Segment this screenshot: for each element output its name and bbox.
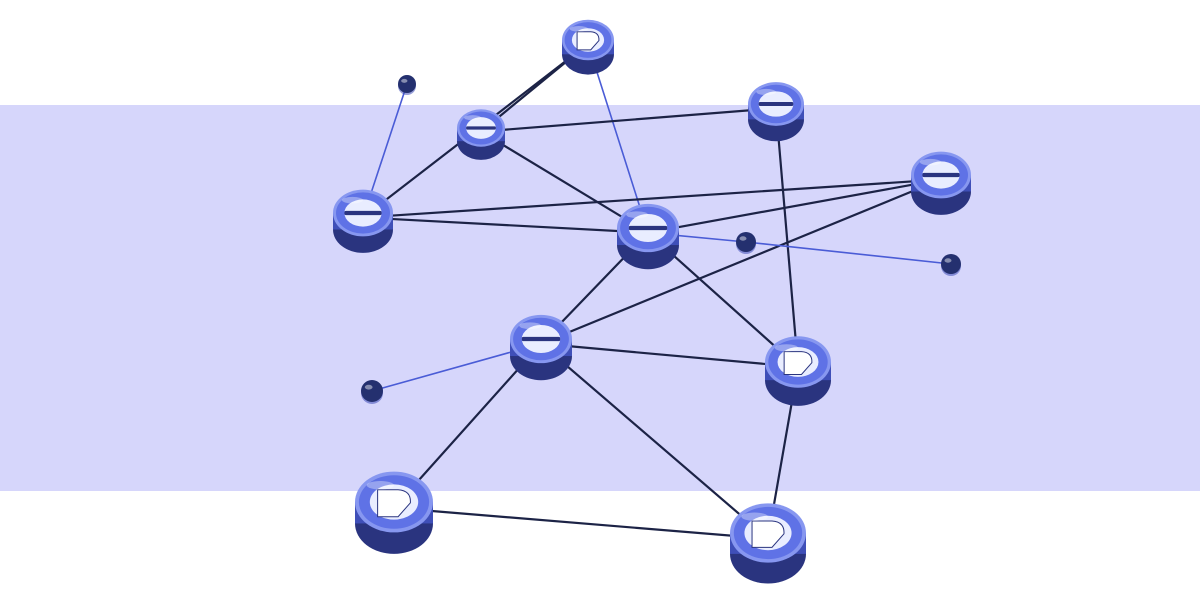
- shield-icon: [576, 31, 600, 51]
- slot-icon: [521, 336, 561, 342]
- nodes-layer: [333, 19, 971, 584]
- node-n9: [355, 471, 433, 554]
- edges-layer: [361, 42, 952, 540]
- shield-icon: [377, 489, 411, 518]
- edge-n4-n5: [361, 178, 943, 219]
- node-n7: [510, 314, 572, 381]
- edge-n4-n6: [361, 216, 650, 234]
- node-n1: [562, 19, 614, 75]
- shield-icon: [783, 351, 813, 375]
- dot-d4: [361, 380, 383, 404]
- slot-icon: [628, 225, 668, 231]
- edge-d2-d3: [745, 241, 952, 265]
- edge-n5-n6: [646, 178, 943, 234]
- slot-icon: [466, 126, 496, 130]
- edge-n7-n10: [539, 342, 770, 540]
- node-n8: [765, 336, 831, 406]
- shield-icon: [751, 520, 785, 548]
- edge-n5-n7: [539, 178, 943, 345]
- edge-n3-n8: [774, 107, 800, 369]
- node-n3: [748, 82, 804, 142]
- edge-n7-n8: [539, 342, 800, 369]
- edge-n9-n10: [392, 506, 770, 540]
- node-n4: [333, 189, 393, 253]
- edge-n2-n6: [479, 130, 650, 234]
- slot-icon: [758, 102, 794, 106]
- node-n10: [730, 503, 806, 584]
- edge-n1-n6: [587, 43, 649, 234]
- node-n2: [457, 109, 505, 160]
- background-band: [0, 105, 1200, 491]
- dots-layer: [361, 75, 961, 404]
- node-n5: [911, 151, 971, 215]
- dot-d2: [736, 232, 756, 254]
- edge-n2-n3: [479, 107, 778, 133]
- dot-d1: [398, 75, 416, 95]
- dot-d3: [941, 254, 961, 276]
- slot-icon: [922, 172, 960, 178]
- node-n6: [617, 203, 679, 270]
- slot-icon: [344, 210, 382, 216]
